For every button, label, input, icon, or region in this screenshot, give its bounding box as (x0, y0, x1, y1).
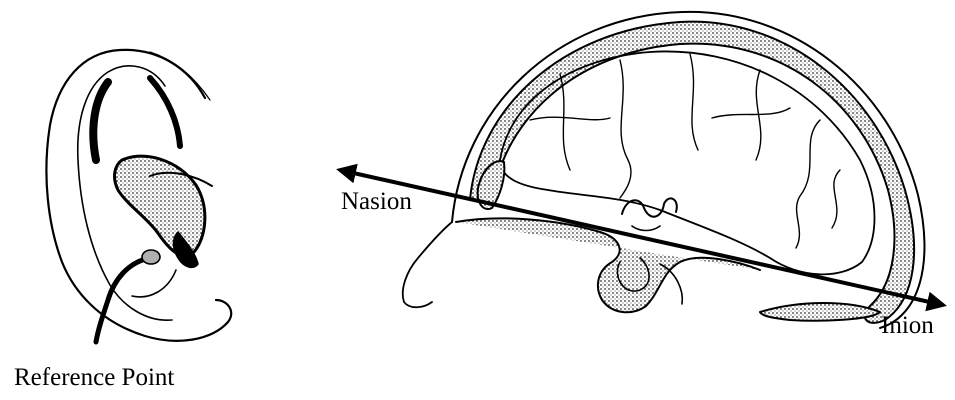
brain-sulcus-2 (620, 60, 631, 198)
ear-antihelix-2 (150, 78, 180, 146)
brain-sulcus-8 (712, 108, 790, 118)
reference-point-label: Reference Point (14, 365, 174, 390)
electrode-wire (96, 258, 150, 342)
ear-antihelix (93, 82, 108, 160)
inion-label: Inion (881, 313, 934, 338)
ear-lobule (132, 270, 176, 297)
nasion-label: Nasion (341, 189, 412, 214)
brain-sulcus-5 (796, 120, 820, 248)
brain-sulcus-7 (530, 117, 610, 120)
scalp-outline (452, 12, 924, 328)
head-illustration (403, 12, 925, 328)
occipital-band (760, 303, 880, 321)
face-profile (403, 222, 452, 307)
reference-electrode (142, 250, 160, 264)
brain-sulcus-6 (832, 170, 840, 228)
ear-illustration (46, 50, 231, 342)
ear-concha (115, 156, 205, 256)
brain-sulcus-1 (560, 74, 570, 170)
brain-sulcus-3 (690, 54, 698, 150)
pituitary (632, 226, 660, 231)
